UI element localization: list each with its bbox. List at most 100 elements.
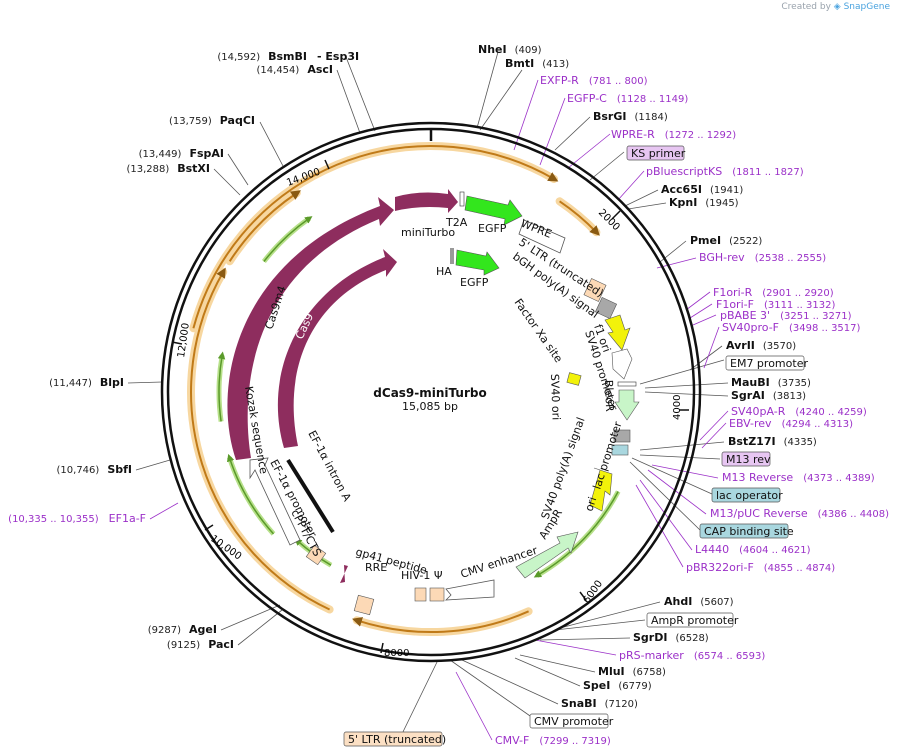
restriction-site[interactable]: NheI(409) [478, 43, 542, 56]
primer[interactable]: EBV-rev(4294 .. 4313) [729, 417, 853, 430]
ha-feature[interactable] [450, 248, 454, 264]
backbone-outer [160, 121, 702, 663]
restriction-site[interactable]: SgrDI(6528) [633, 631, 709, 644]
sv40-promoter-feature[interactable] [611, 348, 633, 380]
ampr-feature[interactable] [515, 531, 579, 579]
restriction-site[interactable]: (14,592)BsmBI [217, 50, 307, 63]
restriction-site[interactable]: SgrAI(3813) [731, 389, 806, 402]
box-em7-promoter[interactable]: EM7 promoter [725, 355, 808, 371]
sv40-polya-feature[interactable] [613, 429, 631, 443]
cas9-feature[interactable] [277, 249, 397, 448]
leader-line [639, 454, 721, 460]
restriction-site[interactable]: - Esp3I [317, 50, 359, 63]
box-m13-rev[interactable]: M13 rev [721, 451, 771, 467]
primer[interactable]: BGH-rev(2538 .. 2555) [699, 251, 826, 264]
primer[interactable]: L4440(4604 .. 4621) [695, 543, 811, 556]
label-ori: ori [582, 495, 599, 513]
leader-line [399, 659, 439, 739]
em7-feature[interactable] [617, 381, 637, 387]
box-lac-operator[interactable]: lac operator [711, 487, 783, 503]
box-cap-binding-site[interactable]: CAP binding site [699, 523, 794, 539]
lac-feature[interactable] [611, 444, 629, 456]
sv40-ori-feature[interactable] [566, 372, 582, 386]
primer-leader [455, 671, 493, 741]
restriction-site[interactable]: (11,447)BlpI [49, 376, 124, 389]
primer[interactable]: pBluescriptKS(1811 .. 1827) [646, 165, 804, 178]
tick-2000: 2000 [596, 207, 622, 233]
primer[interactable]: SV40pA-R(4240 .. 4259) [731, 405, 867, 418]
bleor-feature[interactable] [614, 389, 640, 421]
label-ef1a-intron: EF-1α intron A [305, 428, 353, 504]
restriction-site[interactable]: PmeI(2522) [690, 234, 762, 247]
hiv1-psi-feature[interactable] [414, 587, 427, 602]
restriction-site[interactable]: Acc65I(1941) [661, 183, 743, 196]
restriction-site[interactable]: AvrII(3570) [726, 339, 796, 352]
ltr-truncated-feature[interactable] [583, 278, 607, 302]
primer[interactable]: F1ori-R(2901 .. 2920) [713, 286, 834, 299]
ori-feature[interactable] [589, 467, 613, 512]
box-cmv-promoter[interactable]: CMV promoter [529, 713, 614, 729]
egfp-feature-inner[interactable] [455, 249, 500, 276]
tick-label: 12,000 [176, 322, 192, 358]
restriction-site[interactable]: BmtI(413) [505, 57, 569, 70]
restriction-site[interactable]: BstZ17I(4335) [728, 435, 817, 448]
restriction-site[interactable]: AhdI(5607) [664, 595, 734, 608]
primer[interactable]: SV40pro-F(3498 .. 3517) [722, 321, 861, 334]
leader-line [519, 654, 596, 673]
restriction-site[interactable]: (10,746)SbfI [57, 463, 132, 476]
label-egfp-inner: EGFP [460, 276, 489, 289]
primer[interactable]: CMV-F(7299 .. 7319) [495, 734, 611, 747]
restriction-site[interactable]: (9125)PacI [167, 638, 234, 651]
restriction-site[interactable]: MluI(6758) [598, 665, 666, 678]
ltr-bottom-feature[interactable] [429, 587, 445, 602]
cmv-enhancer-feature[interactable] [444, 579, 495, 601]
label-sv40-ori: SV40 ori [548, 374, 563, 421]
label-bleor: BleoR [602, 380, 616, 413]
inner-orf-arc-line [263, 216, 313, 262]
leader-line [213, 168, 241, 196]
primer[interactable]: pBR322ori-F(4855 .. 4874) [686, 561, 835, 574]
restriction-site[interactable]: SnaBI(7120) [561, 697, 638, 710]
tick-label: 4000 [672, 395, 683, 420]
restriction-site[interactable]: (14,454)AscI [257, 63, 333, 76]
egfp-feature-outer[interactable] [464, 195, 523, 226]
leader-line [461, 659, 559, 705]
bgh-polya-feature[interactable] [594, 296, 618, 320]
primer[interactable]: (10,335 .. 10,355)EF1a-F [8, 512, 146, 525]
rre-feature[interactable] [353, 594, 375, 616]
t2a-feature[interactable] [459, 191, 465, 207]
leader-line [639, 441, 725, 451]
primer[interactable]: pRS-marker(6574 .. 6593) [619, 649, 765, 662]
leader-line [237, 609, 283, 646]
restriction-site[interactable]: (13,288)BstXI [126, 162, 210, 175]
restriction-site[interactable]: (9287)AgeI [148, 623, 217, 636]
restriction-site[interactable]: MauBI(3735) [731, 376, 811, 389]
primer[interactable]: WPRE-R(1272 .. 1292) [611, 128, 736, 141]
gp41-feature[interactable] [340, 565, 348, 583]
miniturbo-feature[interactable] [395, 189, 458, 213]
box-ampr-promoter[interactable]: AmpR promoter [646, 612, 739, 628]
box-5-ltr-truncated[interactable]: 5' LTR (truncated) [343, 731, 446, 747]
ef1a-promoter-feature[interactable] [249, 457, 301, 546]
primer-leader [647, 469, 707, 515]
restriction-site[interactable]: BsrGI(1184) [593, 110, 668, 123]
box-ks-primer[interactable]: KS primer [626, 145, 686, 161]
primer[interactable]: M13/pUC Reverse(4386 .. 4408) [710, 507, 889, 520]
plasmid-size: 15,085 bp [402, 400, 458, 413]
restriction-site[interactable]: KpnI(1945) [669, 196, 739, 209]
primer[interactable]: EXFP-R(781 .. 800) [540, 74, 648, 87]
f1-ori-feature[interactable] [604, 314, 631, 351]
restriction-site[interactable]: SpeI(6779) [583, 679, 652, 692]
primer[interactable]: F1ori-F(3111 .. 3132) [716, 298, 835, 311]
ef1a-intron-feature[interactable] [286, 458, 335, 534]
primer[interactable]: M13 Reverse(4373 .. 4389) [722, 471, 875, 484]
primer-leader [685, 291, 711, 311]
wpre-feature[interactable] [518, 219, 566, 254]
cas9m4-feature[interactable] [227, 197, 394, 460]
restriction-site[interactable]: (13,449)FspAI [139, 147, 224, 160]
restriction-site[interactable]: (13,759)PaqCI [169, 114, 255, 127]
cppt-feature[interactable] [305, 544, 327, 566]
primer[interactable]: EGFP-C(1128 .. 1149) [567, 92, 688, 105]
primer[interactable]: pBABE 3'(3251 .. 3271) [720, 309, 852, 322]
primer-leader [639, 479, 693, 551]
